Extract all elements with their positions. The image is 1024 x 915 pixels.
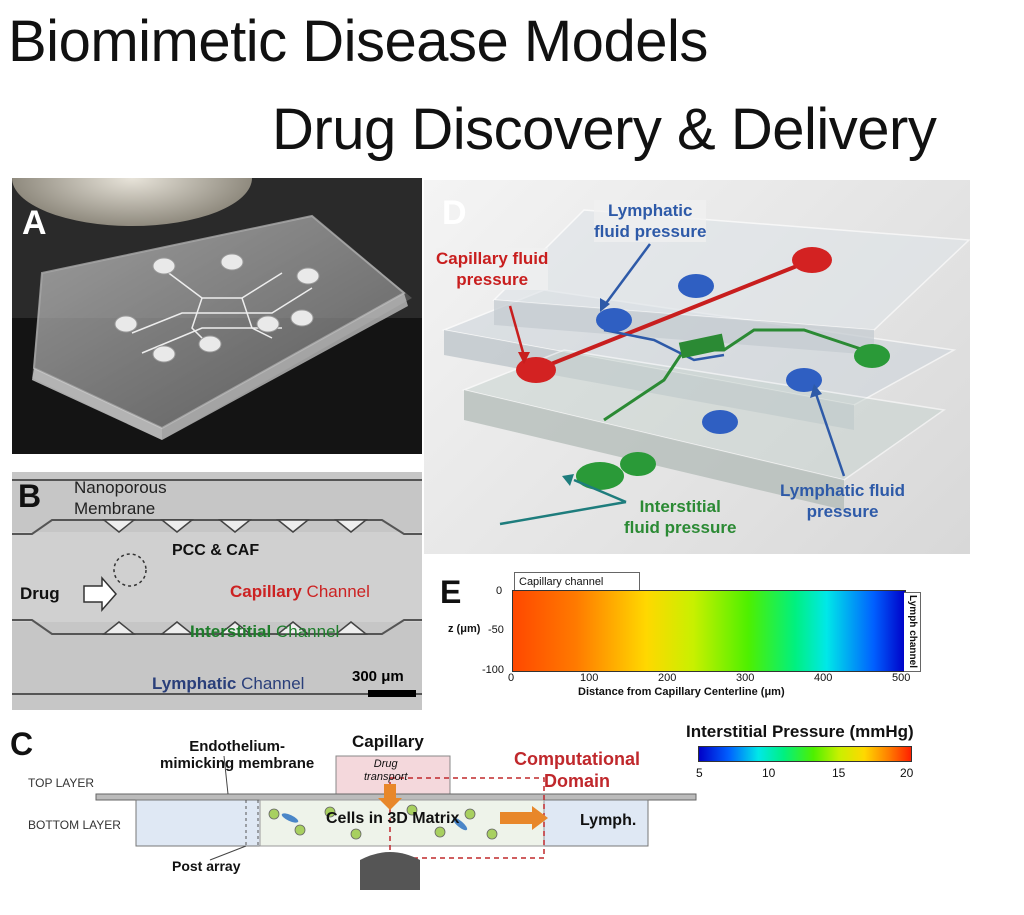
panel-e-xlabel: Distance from Capillary Centerline (μm): [578, 686, 785, 698]
panel-e-ylabel: z (μm): [448, 623, 481, 635]
lymph-channel-tab: Lymph channel: [904, 592, 921, 672]
drug-transport-label: Drug transport: [364, 758, 407, 784]
panel-b-micrograph: B Nanoporous Membrane PCC & CAF Drug Cap…: [12, 472, 422, 710]
top-layer-label: TOP LAYER: [28, 776, 95, 790]
capillary-pressure-label: Capillary fluid pressure: [436, 248, 549, 290]
panel-c-schematic: C Endothelium- mimicking membrane Capill…: [0, 720, 700, 910]
endothelium-line1: Endothelium-: [189, 738, 286, 755]
colorbar-tick-10: 10: [762, 766, 776, 780]
colorbar: [698, 746, 912, 762]
capillary-label: Capillary: [352, 732, 424, 751]
inter-line2: fluid pressure: [624, 518, 737, 537]
xtick-100: 100: [580, 672, 599, 684]
colorbar-tick-20: 20: [900, 766, 914, 780]
channel-micrograph: [12, 472, 422, 710]
panel-d-letter: D: [442, 194, 467, 232]
drug-transport-line1: Drug: [373, 758, 398, 770]
panel-c-letter: C: [10, 726, 34, 762]
lymph-label: Lymph.: [580, 812, 637, 829]
xtick-200: 200: [658, 672, 677, 684]
cells-label: Cells in 3D Matrix: [326, 810, 460, 827]
panel-e-letter: E: [440, 574, 462, 610]
lymph-top-line1: Lymphatic: [608, 201, 693, 220]
ytick-100: -100: [482, 664, 505, 676]
lymphatic-word: Lymphatic: [152, 674, 237, 693]
xtick-300: 300: [736, 672, 755, 684]
device-cross-section: [95, 755, 697, 890]
channel-word-1: Channel: [306, 582, 370, 601]
channel-word-e: channel: [907, 630, 918, 668]
bottom-layer-label: BOTTOM LAYER: [28, 818, 121, 832]
pressure-heatmap: [512, 590, 906, 672]
interstitial-pressure-label: Interstitial fluid pressure: [624, 496, 736, 538]
colorbar-tick-15: 15: [832, 766, 846, 780]
xtick-400: 400: [814, 672, 833, 684]
figure-title-line2: Drug Discovery & Delivery: [272, 97, 937, 162]
post-array-label: Post array: [172, 858, 241, 874]
ytick-50: -50: [488, 624, 504, 636]
lymph-top-line2: fluid pressure: [594, 222, 707, 241]
channel-word-2: Channel: [275, 622, 340, 641]
lymph-bot-line2: pressure: [806, 502, 879, 521]
channel-word-3: Channel: [241, 674, 305, 693]
computational-domain-label: Computational Domain: [514, 748, 640, 792]
drug-label: Drug: [20, 584, 60, 603]
interstitial-channel-label: Interstitial Channel: [190, 622, 339, 642]
cap-line2: pressure: [456, 270, 529, 289]
figure-title-line1: Biomimetic Disease Models: [8, 9, 708, 74]
endothelium-label: Endothelium- mimicking membrane: [160, 738, 314, 772]
lymphatic-pressure-top-label: Lymphatic fluid pressure: [594, 200, 707, 242]
membrane-label: Membrane: [74, 499, 156, 518]
lymph-channel-word: Lymph: [907, 595, 918, 628]
device-photo-illustration: [12, 178, 422, 454]
pcc-caf-label: PCC & CAF: [172, 542, 260, 559]
computational-line1: Computational: [514, 749, 640, 769]
capillary-word: Capillary: [230, 582, 302, 601]
panel-d-render: D Lymphatic fluid pressure Capillary flu…: [424, 180, 970, 554]
xtick-0: 0: [508, 672, 515, 684]
inter-line1: Interstitial: [639, 497, 721, 516]
xtick-500: 500: [892, 672, 911, 684]
scale-bar-label: 300 μm: [352, 668, 404, 685]
panel-a-photo: A: [12, 178, 422, 454]
colorbar-tick-5: 5: [696, 766, 703, 780]
interstitial-word: Interstitial: [190, 622, 272, 641]
lymphatic-pressure-bottom-label: Lymphatic fluid pressure: [780, 480, 905, 522]
lymphatic-channel-label: Lymphatic Channel: [152, 674, 304, 694]
computational-line2: Domain: [543, 771, 610, 791]
ytick-0: 0: [496, 585, 503, 597]
colorbar-title: Interstitial Pressure (mmHg): [686, 722, 914, 741]
nanoporous-label: Nanoporous: [74, 478, 167, 497]
cap-line1: Capillary fluid: [436, 249, 549, 268]
panel-b-letter: B: [18, 478, 42, 514]
lymph-channel-text: Lymph channel: [906, 595, 918, 668]
endothelium-line2: mimicking membrane: [160, 755, 315, 772]
drug-transport-line2: transport: [364, 771, 408, 783]
capillary-channel-tab: Capillary channel: [514, 572, 640, 591]
panel-a-letter: A: [22, 204, 47, 242]
capillary-channel-label: Capillary Channel: [230, 582, 370, 602]
lymph-bot-line1: Lymphatic fluid: [780, 481, 905, 500]
